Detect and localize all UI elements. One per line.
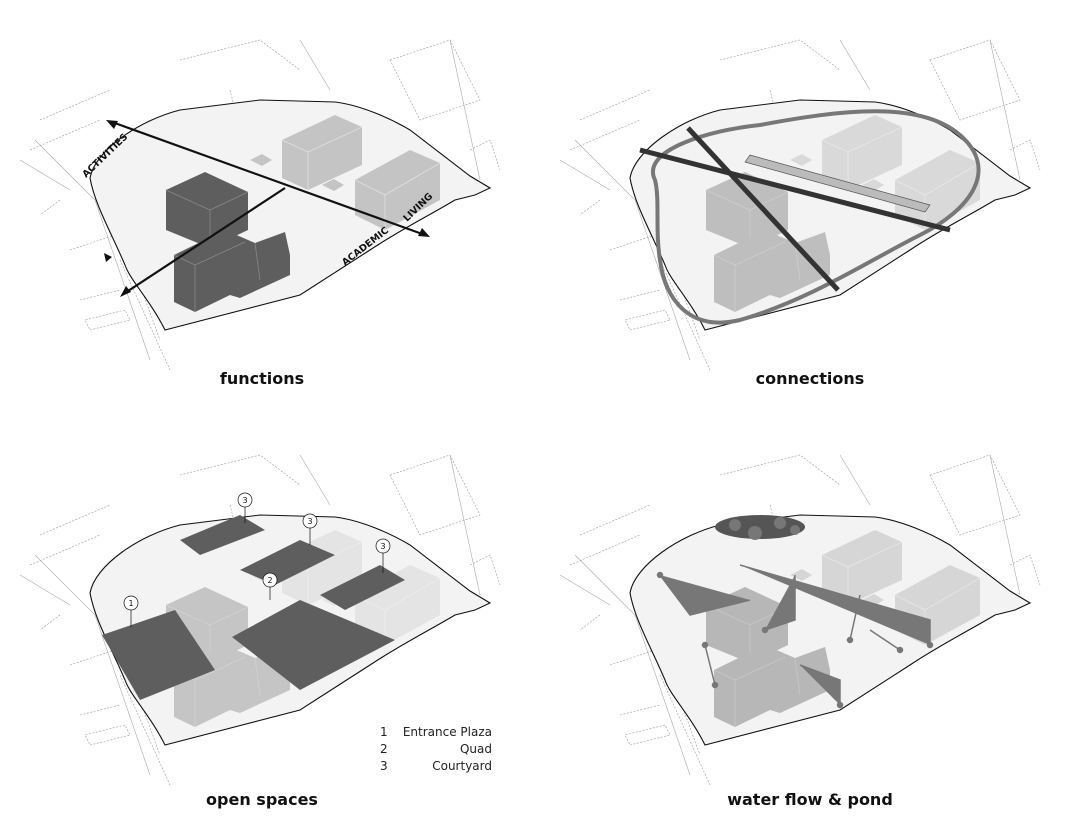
panel-functions: ACTIVITIES ACADEMIC LIVING: [19, 39, 501, 371]
covered-walkway: [744, 154, 931, 213]
marker-callouts: [123, 492, 391, 627]
open-spaces-legend: 1 Entrance Plaza 2 Quad 3 Courtyard: [380, 724, 492, 775]
legend-num: 1: [380, 725, 388, 739]
entrance-plaza: [102, 610, 215, 700]
panel-title-connections: connections: [755, 369, 865, 388]
cross-axis: [686, 126, 840, 292]
legend-item: 2 Quad: [380, 741, 492, 758]
courtyard-1: [180, 515, 265, 555]
panel-connections: [559, 39, 1041, 371]
legend-label: Entrance Plaza: [402, 725, 492, 739]
panel-open-spaces: 1 2 3 3 3: [19, 454, 501, 786]
axis-arrows: [106, 120, 430, 297]
legend-label: Courtyard: [432, 759, 492, 773]
legend-num: 3: [380, 759, 388, 773]
legend-label: Quad: [459, 742, 492, 756]
panel-water-flow: [559, 454, 1041, 786]
marker-1: 1: [128, 599, 133, 608]
loop-path: [651, 109, 981, 325]
panel-title-open-spaces: open spaces: [206, 790, 318, 809]
marker-2: 2: [267, 576, 272, 585]
water-flow-lines: [656, 564, 934, 709]
courtyard-3: [320, 565, 405, 610]
panel-title-water-flow: water flow & pond: [727, 790, 893, 809]
courtyard-2: [240, 540, 335, 585]
marker-3b: 3: [307, 517, 312, 526]
legend-item: 1 Entrance Plaza: [380, 724, 492, 741]
legend-item: 3 Courtyard: [380, 758, 492, 775]
north-arrow-icon: [104, 253, 112, 262]
marker-3a: 3: [242, 496, 247, 505]
panel-title-functions: functions: [219, 369, 305, 388]
quad: [232, 600, 395, 690]
main-axis: [639, 147, 951, 233]
marker-3c: 3: [380, 542, 385, 551]
legend-num: 2: [380, 742, 388, 756]
